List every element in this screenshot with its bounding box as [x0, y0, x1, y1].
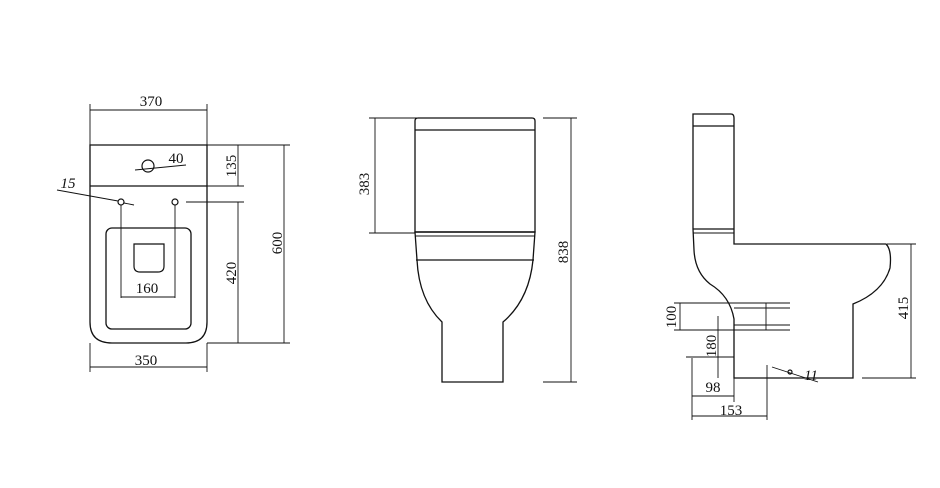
dim-180-label: 180: [704, 335, 720, 358]
dim-420-label: 420: [224, 262, 240, 285]
dim-350-label: 350: [135, 353, 158, 369]
seat-fixing-hole-left: [117, 198, 125, 206]
dim-15-label: 15: [61, 176, 77, 192]
dim-600-label: 600: [270, 232, 286, 255]
dim-415-label: 415: [896, 297, 912, 320]
bowl-opening: [133, 243, 165, 273]
dim-11-label: 11: [804, 368, 818, 384]
cistern-outline: [414, 117, 536, 233]
dim-383-label: 383: [357, 173, 373, 196]
seat-fixing-hole-right: [171, 198, 179, 206]
dim-11-leader: [771, 366, 819, 383]
fixing-hole-leader-b: [123, 202, 135, 206]
dim-100-label: 100: [664, 306, 680, 329]
flush-hole: [141, 159, 155, 173]
flush-hole-leader: [134, 164, 187, 171]
dim-40-label: 40: [169, 151, 184, 167]
top-view-outline: [89, 144, 208, 344]
dim-160-label: 160: [136, 281, 159, 297]
dim-370-label: 370: [140, 94, 163, 110]
top-view: 370 40 135 15 600 420 160 350: [56, 94, 290, 372]
pan-outline: [414, 231, 536, 383]
dim-98-label: 98: [706, 380, 721, 396]
dim-135-label: 135: [224, 155, 240, 178]
front-view: 383 838: [357, 117, 577, 383]
dim-153-label: 153: [720, 403, 743, 419]
side-view-outline: [692, 113, 892, 379]
floor-fixing-point: [787, 369, 793, 375]
dim-838-label: 838: [556, 241, 572, 264]
side-view: 415 100 180 98 153 11: [664, 113, 916, 420]
fixing-hole-leader: [56, 189, 119, 202]
seat-outline: [105, 227, 192, 330]
